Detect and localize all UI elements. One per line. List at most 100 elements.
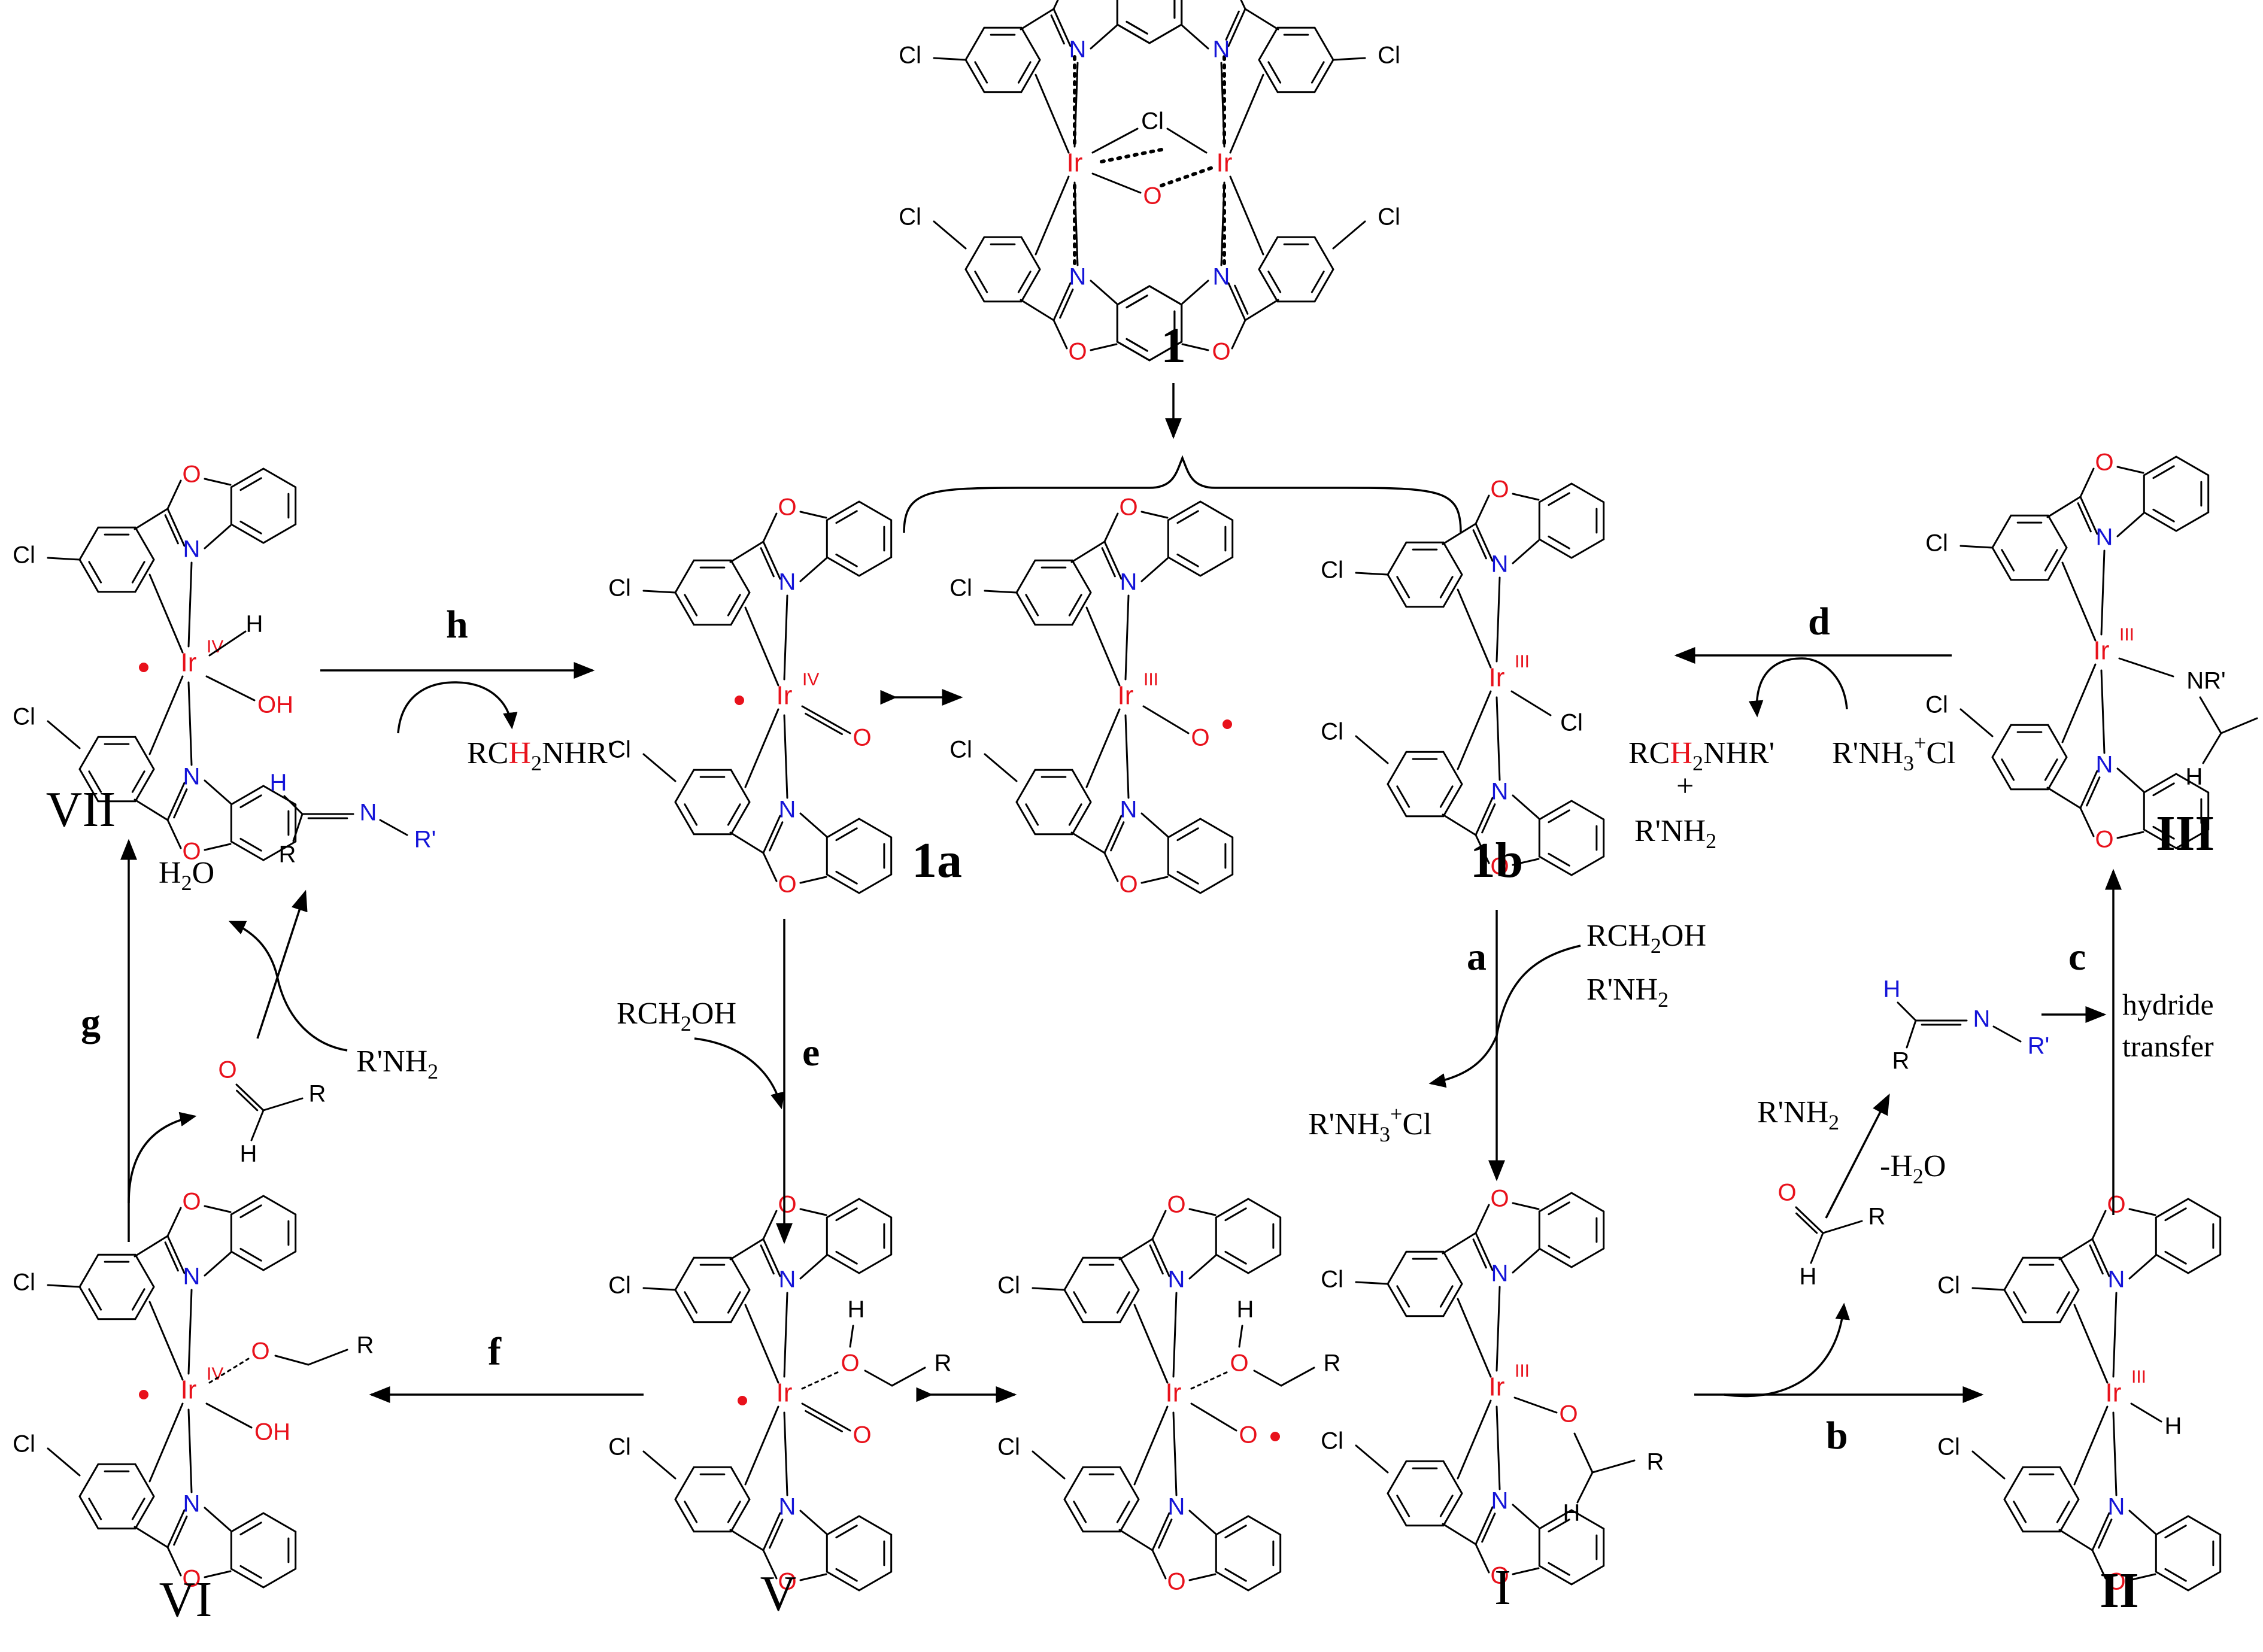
bond bbox=[642, 590, 677, 594]
bond bbox=[1133, 1304, 1169, 1384]
chloro-bridge bbox=[1091, 127, 1139, 154]
imine-nitrogen: N bbox=[360, 800, 377, 826]
aldehyde-step-b: ORH bbox=[1777, 1180, 1885, 1290]
oxidation-state: III bbox=[1515, 1361, 1530, 1381]
reagent-g-amine: R'NH2 bbox=[356, 1044, 438, 1083]
bond bbox=[204, 524, 232, 549]
bond bbox=[799, 557, 827, 582]
bond bbox=[283, 795, 304, 815]
bond bbox=[849, 1325, 854, 1348]
nitrogen-atom: N bbox=[1069, 37, 1087, 63]
bond bbox=[1032, 1450, 1066, 1480]
bond bbox=[1992, 1025, 2022, 1043]
bond bbox=[744, 708, 779, 788]
benzoxazole-ring bbox=[230, 1195, 297, 1271]
iridium-oxo-bond bbox=[805, 1410, 843, 1433]
bond bbox=[262, 1097, 304, 1112]
chloride-ligand: Cl bbox=[1560, 710, 1583, 736]
bond bbox=[1591, 1459, 1636, 1474]
aromatic-bond bbox=[1224, 1568, 1247, 1582]
imine-bond bbox=[1059, 289, 1074, 319]
bond bbox=[744, 606, 779, 687]
step-label-e: e bbox=[802, 1031, 820, 1074]
imine-bond bbox=[1481, 803, 1496, 834]
bond bbox=[2100, 669, 2106, 754]
nitrogen-atom: N bbox=[1120, 797, 1137, 823]
alcohol-coordination bbox=[801, 1369, 842, 1390]
bond bbox=[134, 798, 169, 821]
aromatic-bond bbox=[1548, 1244, 1570, 1259]
bond bbox=[891, 1366, 926, 1387]
nitrogen-atom: N bbox=[779, 569, 796, 596]
aromatic-bond bbox=[1073, 1291, 1087, 1314]
aromatic-bond bbox=[1439, 1285, 1454, 1308]
aromatic-bond bbox=[1396, 1285, 1410, 1308]
arrow-step-a-curve bbox=[1428, 945, 1581, 1088]
benzoxazole-ring bbox=[1538, 1192, 1605, 1268]
bond bbox=[642, 1450, 677, 1480]
oxygen-atom: O bbox=[1167, 1192, 1185, 1218]
oxidation-state: IV bbox=[802, 670, 819, 690]
oxidation-state: IV bbox=[207, 637, 223, 657]
aromatic-bond bbox=[239, 520, 262, 535]
phenyl-ring bbox=[964, 236, 1041, 303]
aromatic-bond bbox=[974, 271, 988, 293]
compound-label-III: III bbox=[2156, 806, 2215, 861]
chlorine-atom: Cl bbox=[13, 1431, 35, 1457]
chlorine-atom: Cl bbox=[608, 1434, 631, 1460]
bond bbox=[642, 753, 677, 782]
bond bbox=[148, 1301, 184, 1381]
aromatic-bond bbox=[835, 1207, 858, 1222]
bond bbox=[783, 1411, 788, 1496]
chlorine-atom: Cl bbox=[13, 1270, 35, 1296]
aromatic-bond bbox=[1548, 1201, 1570, 1216]
chlorine-atom: Cl bbox=[997, 1273, 1020, 1299]
oxidation-state: IV bbox=[207, 1364, 223, 1384]
aromatic-bond bbox=[727, 1501, 741, 1523]
bond bbox=[1103, 852, 1119, 882]
bond bbox=[134, 1235, 169, 1258]
oxygen-atom: O bbox=[182, 839, 201, 865]
bond bbox=[1822, 1220, 1863, 1234]
hydride-ligand: H bbox=[246, 611, 263, 637]
bridging-chlorine: Cl bbox=[1141, 108, 1164, 135]
benzoxazole-ring bbox=[826, 1198, 893, 1274]
aromatic-bond bbox=[239, 1204, 262, 1219]
dimer-complex-1: ClO bbox=[1073, 55, 1226, 271]
nitrogen-atom: N bbox=[779, 797, 796, 823]
bond bbox=[1052, 0, 1059, 10]
chlorine-atom: Cl bbox=[950, 737, 972, 763]
aromatic-bond bbox=[1224, 1250, 1247, 1265]
bond bbox=[1188, 1510, 1217, 1535]
nitrogen-atom: N bbox=[1069, 264, 1087, 290]
aromatic-bond bbox=[835, 870, 858, 885]
imine-bond bbox=[760, 547, 775, 578]
phenyl-ring bbox=[1387, 1460, 1463, 1527]
bond bbox=[1244, 8, 1279, 31]
aromatic-bond bbox=[2044, 758, 2058, 781]
bond bbox=[783, 714, 788, 799]
phenyl-ring bbox=[674, 1466, 751, 1533]
imine-bond bbox=[164, 1241, 179, 1272]
imine-bond bbox=[1151, 1512, 1170, 1551]
bond bbox=[1457, 690, 1492, 770]
bond bbox=[2118, 657, 2174, 678]
oxidation-state: III bbox=[2119, 625, 2134, 645]
arrow-aldehyde-to-imine bbox=[1825, 1093, 1890, 1219]
chlorine-atom: Cl bbox=[1321, 1428, 1343, 1454]
bond bbox=[1140, 876, 1169, 884]
alcohol-oxygen: O bbox=[1230, 1350, 1248, 1377]
aromatic-bond bbox=[88, 1498, 102, 1520]
aromatic-bond bbox=[1548, 1519, 1570, 1533]
bond bbox=[1229, 175, 1264, 256]
chlorine-atom: Cl bbox=[608, 737, 631, 763]
bond bbox=[1810, 1232, 1824, 1264]
bond bbox=[134, 508, 169, 530]
imine-bond bbox=[1103, 815, 1123, 854]
imine-step-c: HNR'R bbox=[1883, 976, 2050, 1074]
aromatic-bond bbox=[1176, 510, 1199, 524]
imine-bond bbox=[1103, 540, 1123, 580]
